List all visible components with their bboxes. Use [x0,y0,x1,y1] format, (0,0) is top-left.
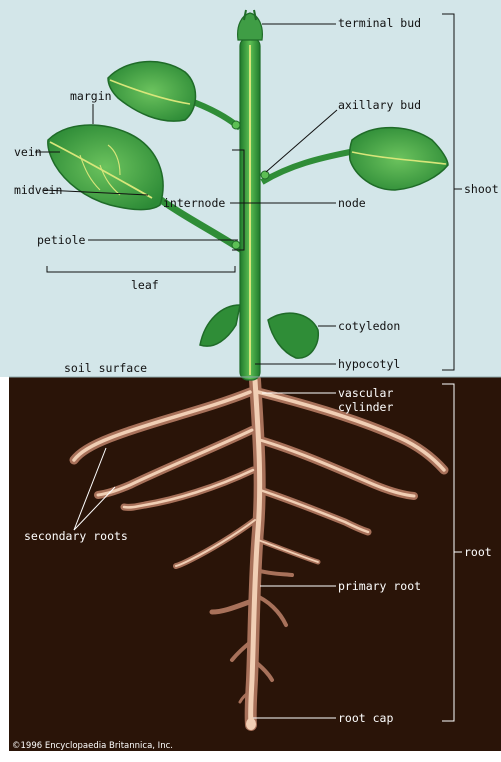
label-leaf: leaf [131,279,159,292]
label-internode: internode [163,197,225,210]
label-secondary-roots: secondary roots [24,530,128,543]
root-cap-shape [246,718,256,730]
page-margin-left [0,377,9,758]
label-root-cap: root cap [338,712,393,725]
label-axillary-bud: axillary bud [338,99,421,112]
label-petiole: petiole [37,234,85,247]
label-primary-root: primary root [338,580,421,593]
label-shoot: shoot [464,183,499,196]
label-vascular: vascular [338,387,393,400]
copyright-notice: ©1996 Encyclopaedia Britannica, Inc. [12,740,173,753]
label-terminal-bud: terminal bud [338,17,421,30]
label-hypocotyl: hypocotyl [338,358,400,371]
label-root: root [464,546,492,559]
label-cotyledon: cotyledon [338,320,400,333]
label-node: node [338,197,366,210]
label-margin: margin [70,90,112,103]
label-midvein: midvein [14,184,62,197]
label-vein: vein [14,146,42,159]
axillary-bud-shape [261,171,269,179]
label-cylinder: cylinder [338,401,393,414]
label-soil-surface: soil surface [64,362,147,375]
